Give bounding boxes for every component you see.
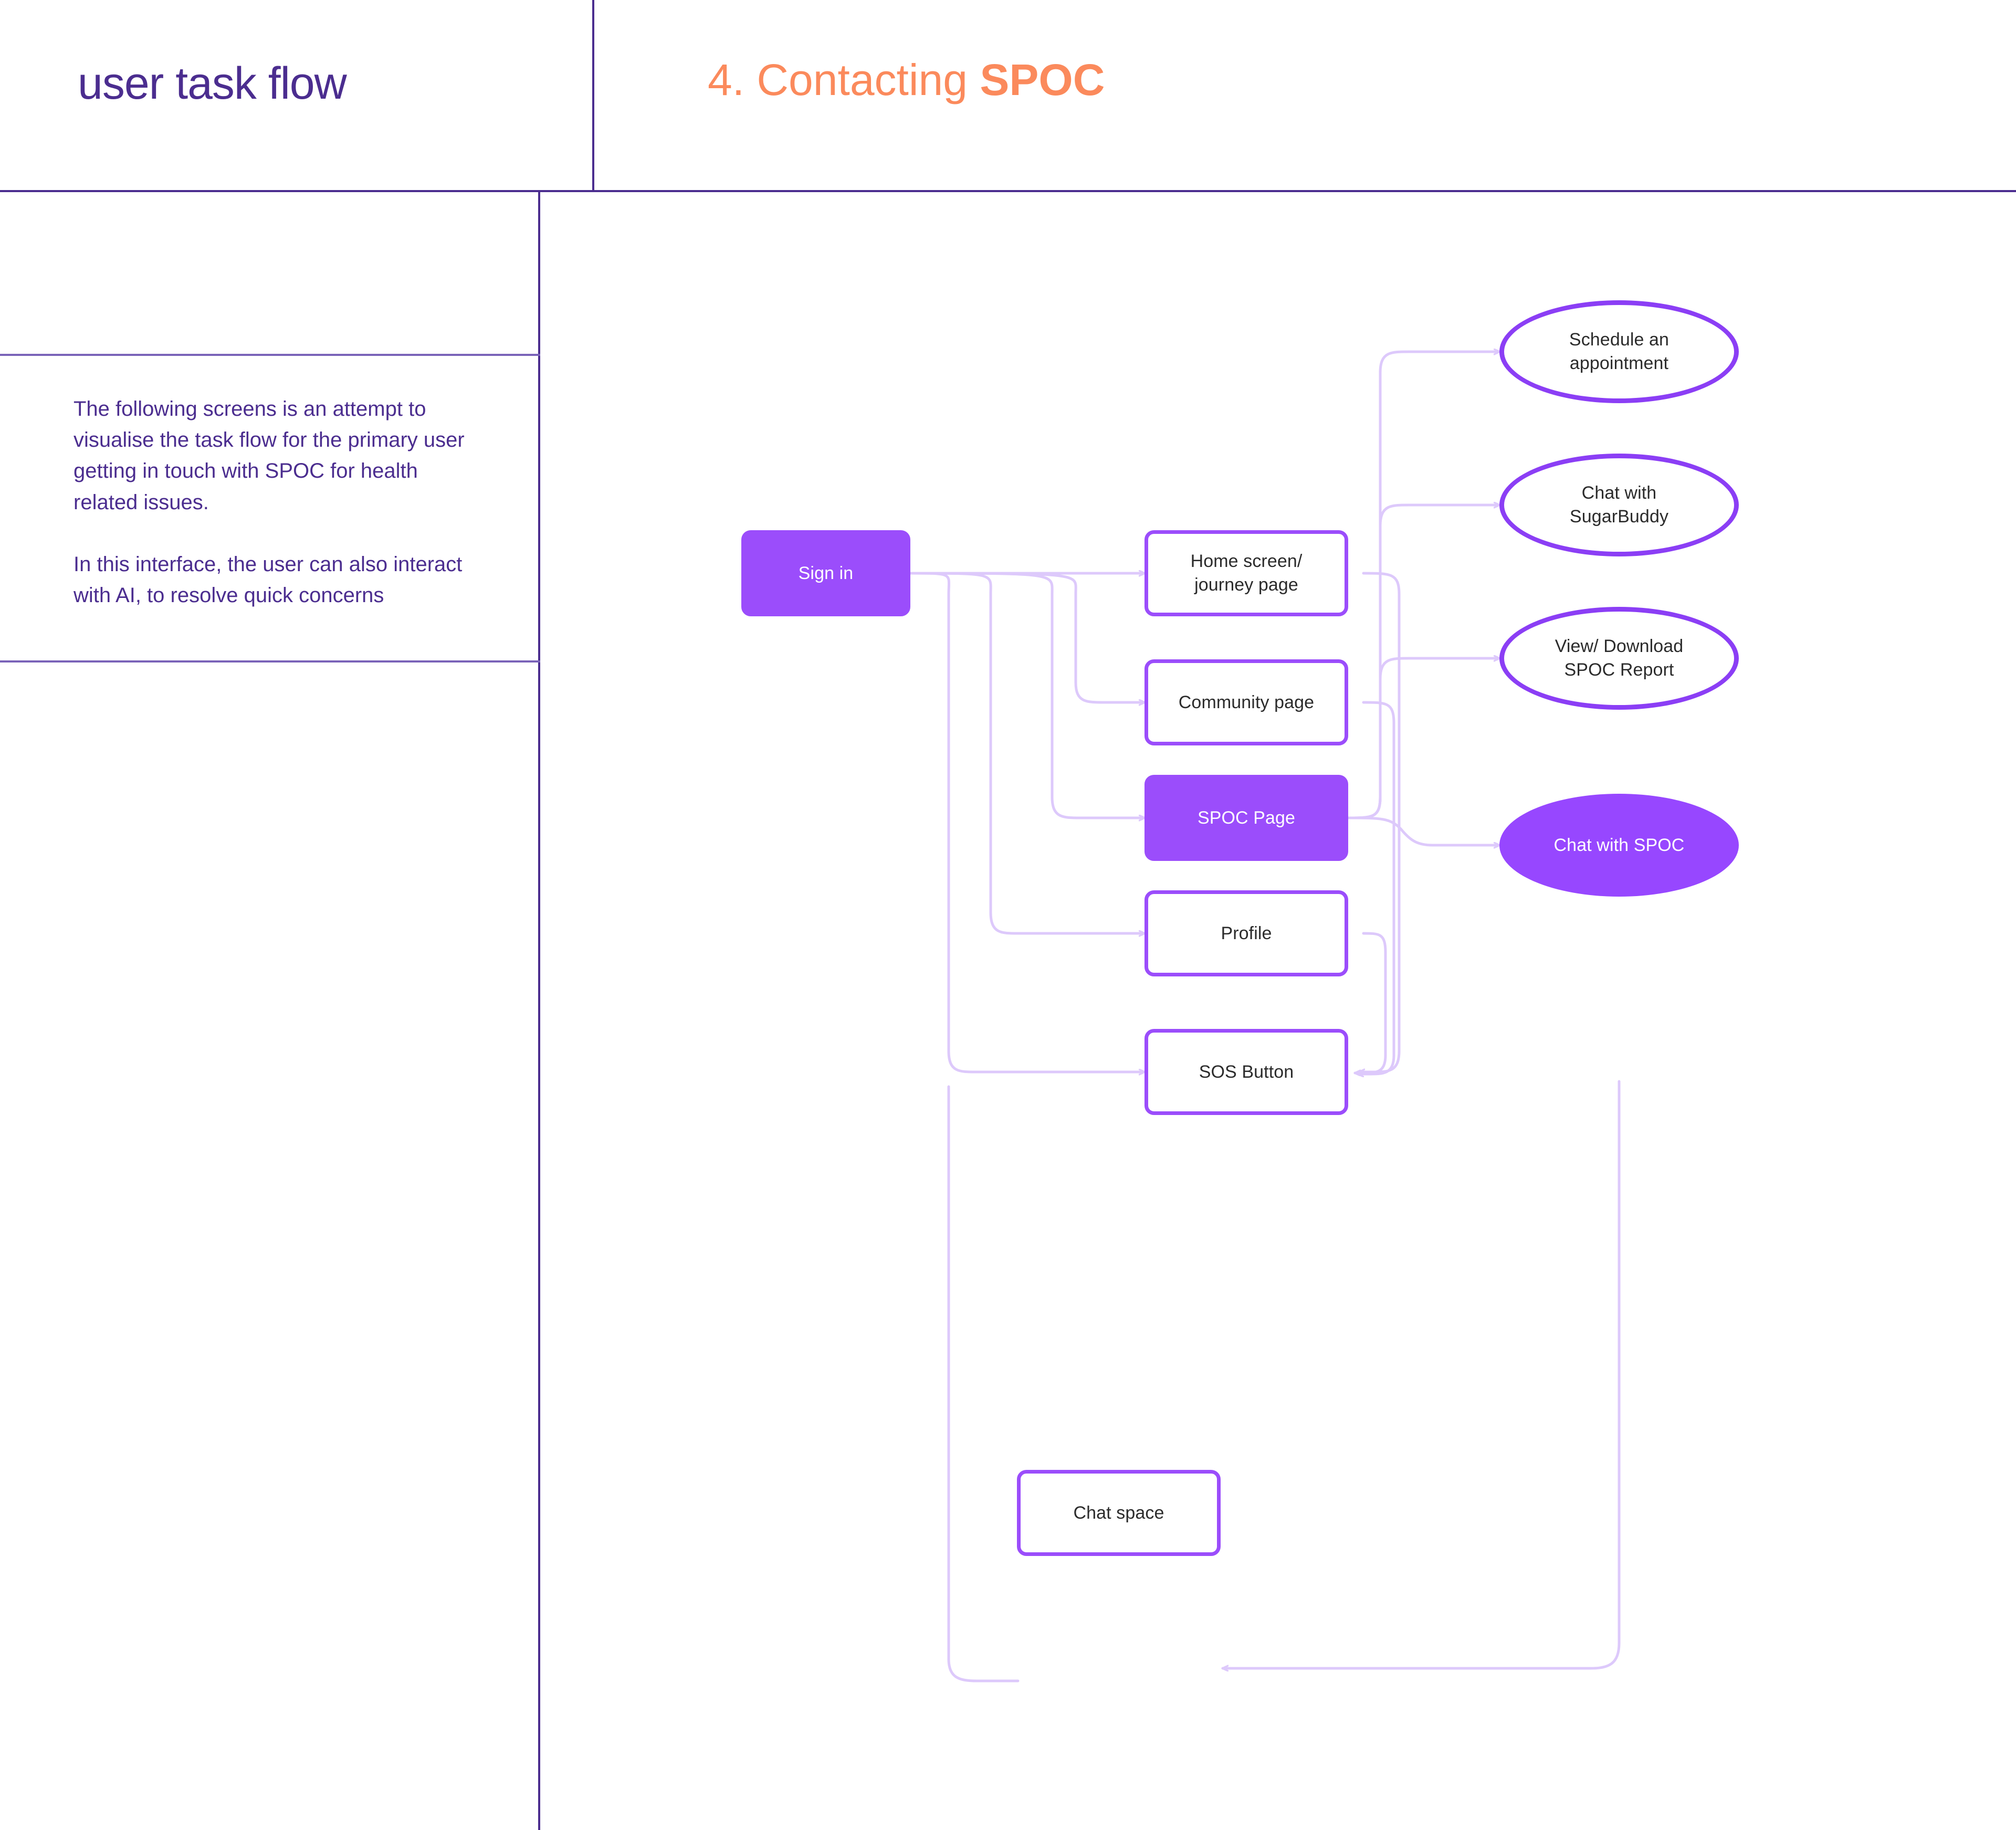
page-title: user task flow	[78, 58, 347, 109]
node-chat-space[interactable]: Chat space	[1017, 1470, 1221, 1556]
sidebar-right-border	[538, 192, 540, 1830]
node-spoc-page[interactable]: SPOC Page	[1144, 775, 1348, 861]
node-sos-button[interactable]: SOS Button	[1144, 1029, 1348, 1115]
flow-edges	[909, 194, 1621, 1682]
section-title: 4. Contacting SPOC	[708, 55, 1105, 106]
node-sign-in[interactable]: Sign in	[741, 530, 910, 616]
node-chat-with-spoc[interactable]: Chat with SPOC	[1499, 794, 1739, 897]
node-schedule-appointment[interactable]: Schedule an appointment	[1499, 300, 1739, 403]
sidebar-divider-bottom	[0, 660, 540, 662]
section-emphasis: SPOC	[980, 55, 1105, 104]
node-view-download-report[interactable]: View/ Download SPOC Report	[1499, 607, 1739, 710]
node-home-screen[interactable]: Home screen/ journey page	[1144, 530, 1348, 616]
header-bar	[0, 0, 2016, 192]
sidebar-divider-top	[0, 354, 540, 356]
section-number: 4. Contacting	[708, 55, 980, 104]
node-community-page[interactable]: Community page	[1144, 659, 1348, 745]
flow-canvas: Sign in Home screen/ journey page Commun…	[540, 194, 2016, 1830]
node-profile[interactable]: Profile	[1144, 890, 1348, 976]
sidebar-description: The following screens is an attempt to v…	[74, 397, 465, 607]
header-divider	[592, 0, 594, 192]
node-chat-sugarbuddy[interactable]: Chat with SugarBuddy	[1499, 454, 1739, 556]
